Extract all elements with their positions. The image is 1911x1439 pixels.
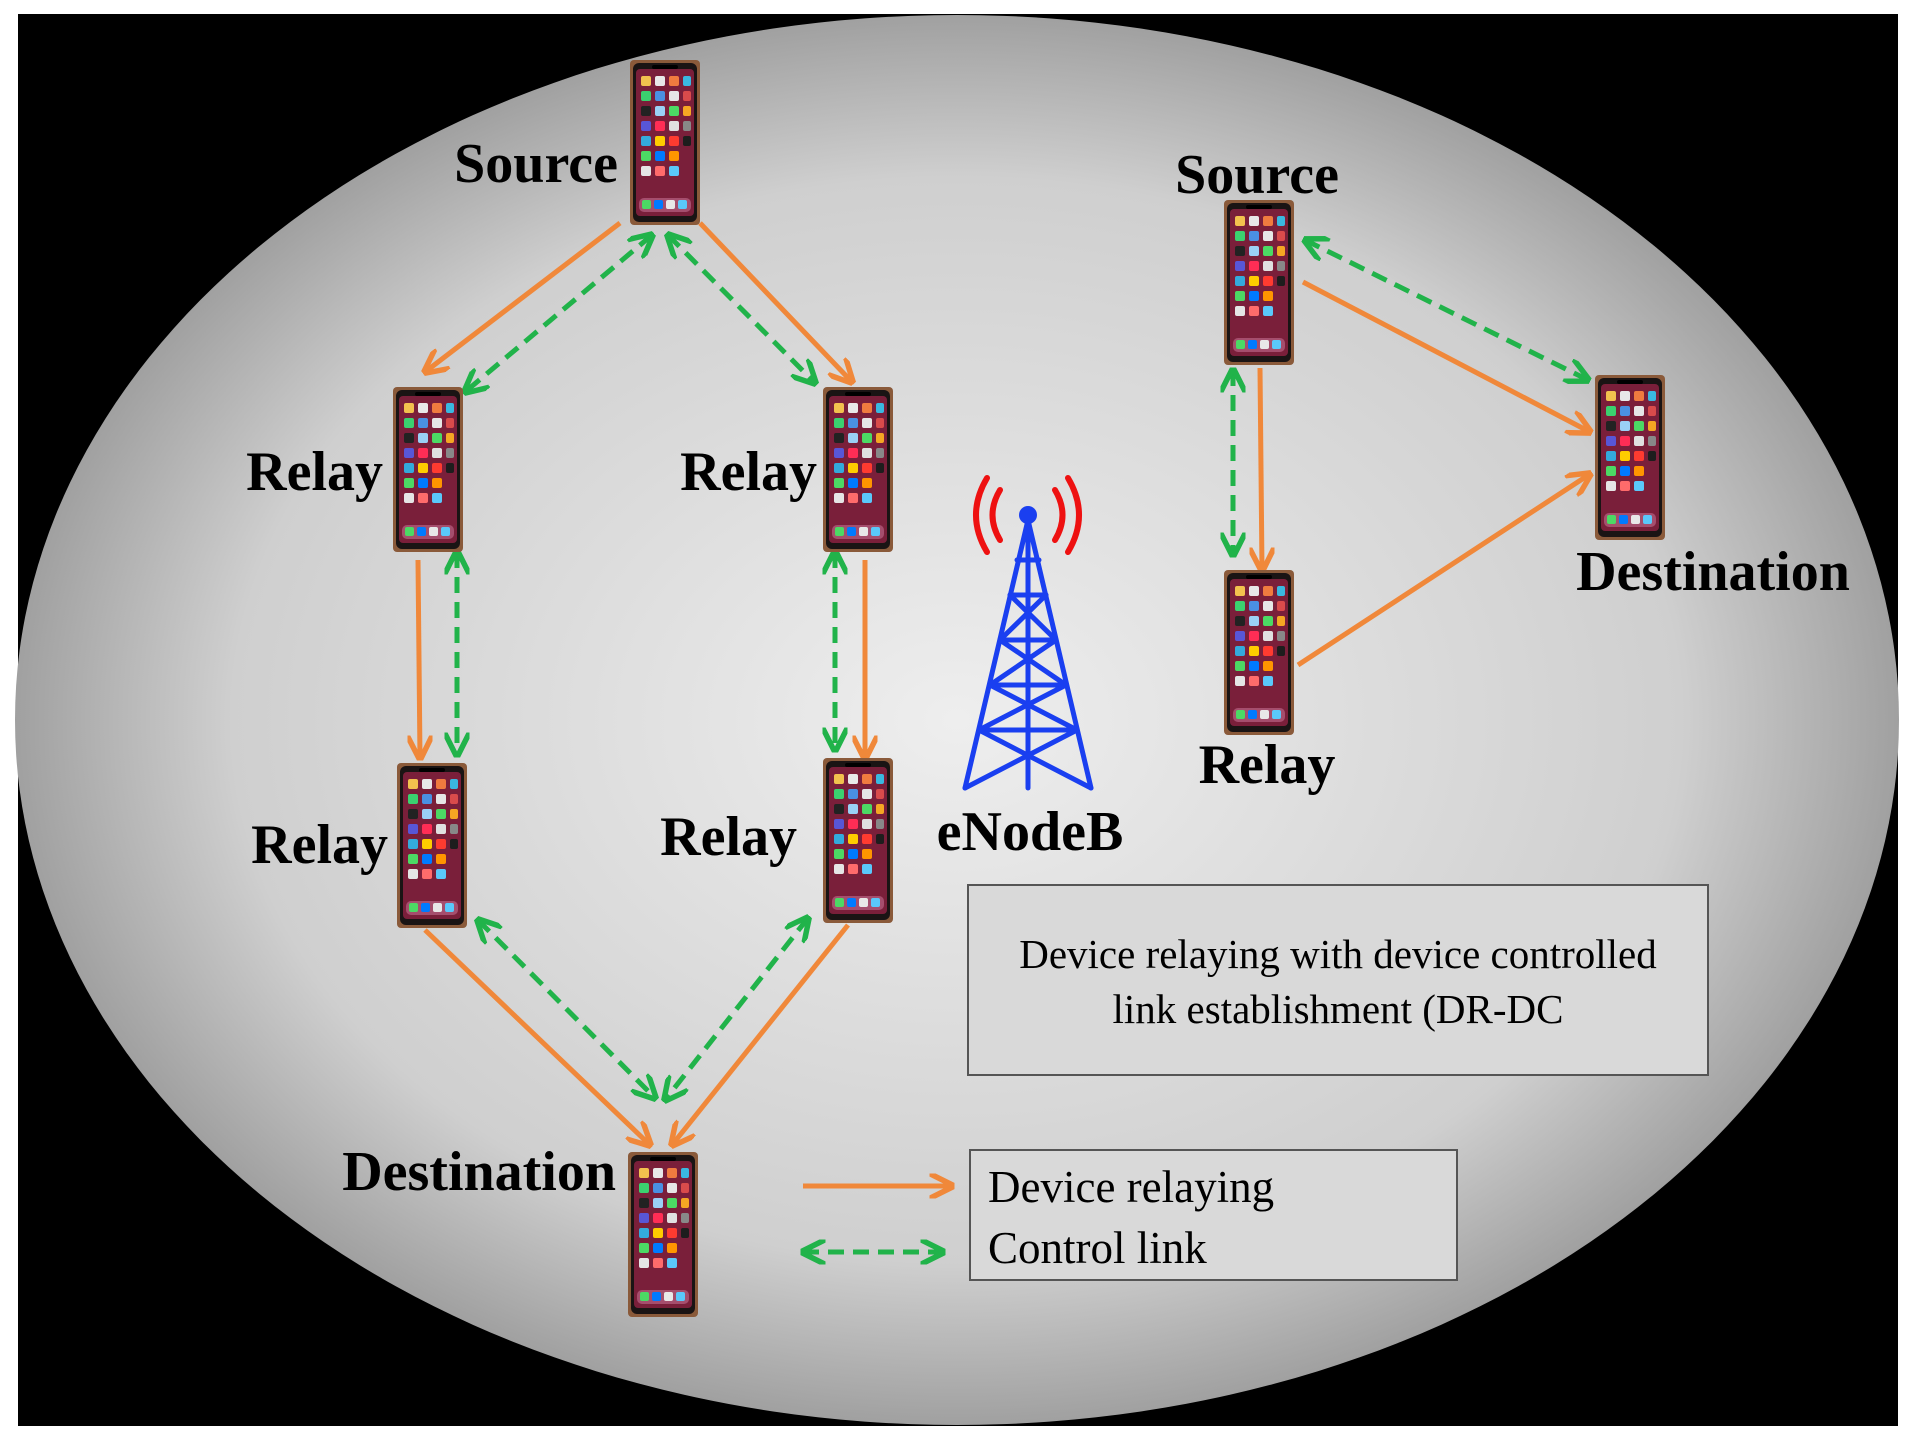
left-relay-label: Relay — [251, 814, 388, 876]
description-line-2: link establishment (DR-DC — [1113, 986, 1564, 1032]
legend-box — [969, 1149, 1458, 1281]
source-phone-icon — [1224, 200, 1294, 365]
left-source-label: Source — [454, 133, 618, 195]
coverage-ellipse — [15, 15, 1899, 1425]
right-destination-label: Destination — [1576, 541, 1850, 603]
relay-link — [1296, 474, 1590, 668]
relay-link — [418, 559, 420, 758]
left-relay-label: Relay — [660, 806, 797, 868]
control-link — [668, 235, 815, 383]
relay-link — [1260, 367, 1262, 570]
relay-phone-icon — [1224, 570, 1294, 735]
relay-phone-icon — [397, 763, 467, 928]
legend-relaying-label: Device relaying — [988, 1162, 1274, 1212]
description-line-1: Device relaying with device controlled — [1019, 931, 1657, 977]
description-box — [967, 884, 1709, 1076]
right-source-label: Source — [1175, 144, 1339, 206]
control-link — [465, 235, 652, 392]
left-destination-label: Destination — [342, 1141, 616, 1203]
right-relay-label: Relay — [1199, 734, 1336, 796]
left-control-links — [457, 235, 835, 1100]
control-link — [1305, 240, 1588, 380]
relay-phone-icon — [823, 758, 893, 923]
destination-phone-icon — [628, 1152, 698, 1317]
destination-phone-icon — [1595, 375, 1665, 540]
legend-control-label: Control link — [988, 1223, 1207, 1273]
enodeb-label: eNodeB — [937, 801, 1124, 863]
control-link — [665, 918, 808, 1100]
control-link — [478, 920, 655, 1098]
cell-tower-icon — [962, 475, 1094, 791]
relay-phone-icon — [393, 387, 463, 552]
relay-phone-icon — [823, 387, 893, 552]
left-relay-label: Relay — [246, 441, 383, 503]
source-phone-icon — [630, 60, 700, 225]
left-relay-label: Relay — [680, 441, 817, 503]
right-control-links — [1233, 240, 1588, 555]
